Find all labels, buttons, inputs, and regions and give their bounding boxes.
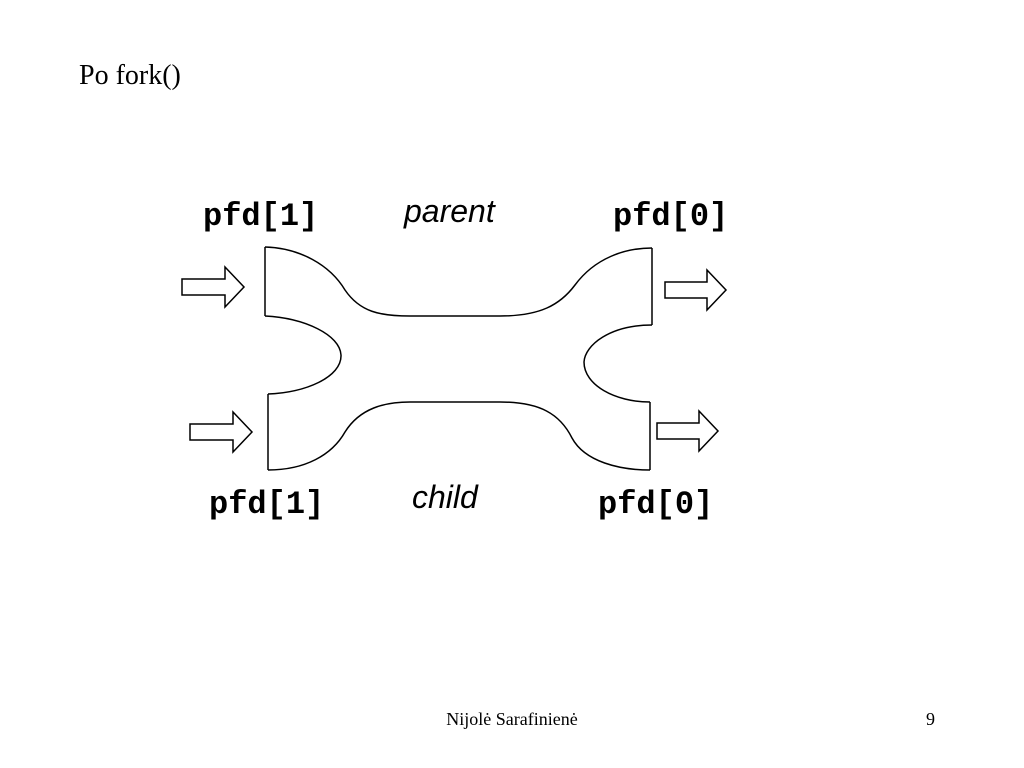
slide-title: Po fork()	[79, 60, 181, 91]
pipe-top-contour	[264, 246, 653, 317]
parent-read-arrow-icon	[664, 268, 728, 312]
pipe-shape	[264, 246, 653, 471]
child-read-end-label: pfd[0]	[598, 486, 713, 523]
parent-write-end-label: pfd[1]	[203, 198, 318, 235]
parent-write-arrow-icon	[181, 265, 246, 309]
child-write-end-label: pfd[1]	[209, 486, 324, 523]
page-number: 9	[926, 709, 935, 729]
child-read-arrow-icon	[656, 409, 720, 453]
pipe-bottom-contour	[267, 401, 651, 471]
parent-label: parent	[403, 193, 496, 229]
pipe-left-notch	[264, 315, 342, 395]
child-write-arrow-icon	[189, 410, 254, 454]
parent-read-end-label: pfd[0]	[613, 198, 728, 235]
footer-author: Nijolė Sarafinienė	[446, 709, 578, 729]
pipe-right-notch	[583, 324, 653, 403]
child-label: child	[412, 479, 479, 515]
